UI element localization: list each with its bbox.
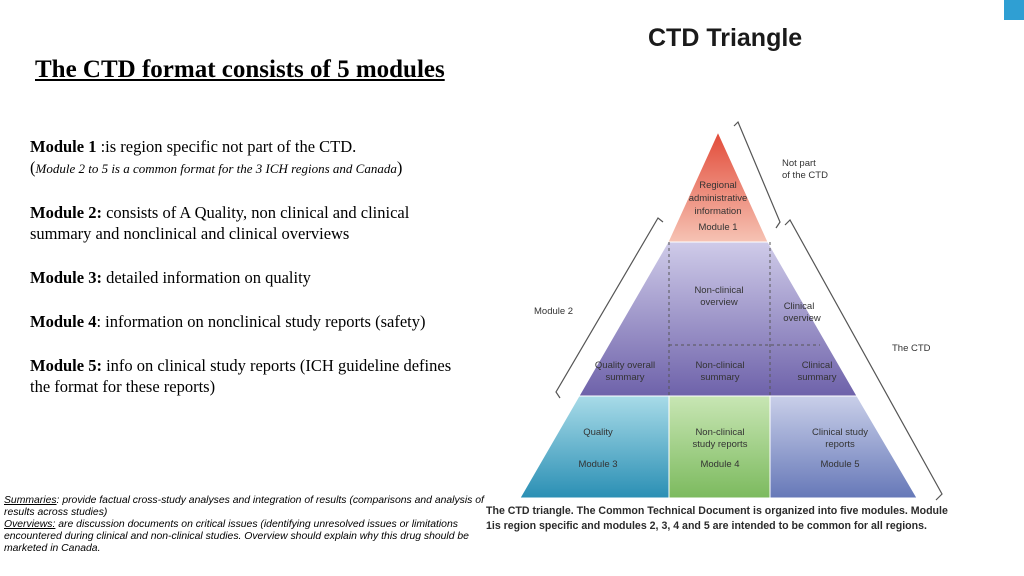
svg-text:Module 4: Module 4: [700, 459, 739, 470]
not-part-bracket: [733, 120, 781, 229]
module-5-tag: Module 5: [820, 459, 859, 470]
clin-reports-line-1: Clinical study: [812, 427, 868, 438]
not-part-line-1: Not part: [782, 158, 816, 169]
module-1-label: Module 1: [30, 137, 97, 156]
the-ctd-label: The CTD: [892, 343, 931, 354]
svg-text:summary: summary: [605, 372, 644, 383]
not-part-line-2: of the CTD: [782, 170, 828, 181]
module-5-text: info on clinical study reports (ICH guid…: [101, 356, 452, 375]
regional-line-3: information: [695, 206, 742, 217]
slide-title: The CTD format consists of 5 modules: [35, 56, 445, 83]
svg-text:Module 5: Module 5: [820, 459, 859, 470]
svg-text:Not part: Not part: [782, 158, 816, 169]
svg-text:Module 1: Module 1: [698, 222, 737, 233]
svg-text:Non-clinical: Non-clinical: [695, 360, 744, 371]
diagram-caption: The CTD triangle. The Common Technical D…: [486, 505, 948, 532]
svg-text:Clinical: Clinical: [784, 301, 815, 312]
module-2-side-label: Module 2: [534, 306, 573, 317]
module-3-tag: Module 3: [578, 459, 617, 470]
svg-text:Regional: Regional: [699, 180, 737, 191]
clin-summary-line-1: Clinical: [802, 360, 833, 371]
footnotes: Summaries: provide factual cross-study a…: [4, 495, 486, 555]
module-3-label: Module 3:: [30, 268, 102, 287]
module-3-region: [519, 395, 670, 499]
nc-summary-line-1: Non-clinical: [695, 360, 744, 371]
module-1-text: :is region specific not part of the CTD.: [96, 137, 357, 156]
svg-text:summary: summary: [797, 372, 836, 383]
module-5-line: Module 5: info on clinical study reports…: [30, 355, 530, 397]
module-5-region: [769, 395, 918, 499]
clin-overview-line-1: Clinical: [784, 301, 815, 312]
module-1-tag: Module 1: [698, 222, 737, 233]
module-4-tag: Module 4: [700, 459, 739, 470]
overviews-term: Overviews:: [4, 519, 56, 530]
module-2-bracket: [555, 217, 664, 399]
clin-overview-line-2: overview: [783, 313, 821, 324]
svg-text:Module 3: Module 3: [578, 459, 617, 470]
svg-text:Clinical study: Clinical study: [812, 427, 868, 438]
nc-overview-line-1: Non-clinical: [694, 285, 743, 296]
ctd-triangle-diagram: Regional administrative information Modu…: [480, 110, 1020, 576]
module-2-label: Module 2:: [30, 203, 102, 222]
corner-accent: [1004, 0, 1024, 20]
module-3-text: detailed information on quality: [101, 268, 311, 287]
svg-text:Clinical: Clinical: [802, 360, 833, 371]
module-4-line: Module 4: information on nonclinical stu…: [30, 311, 530, 332]
module-common-note: Module 2 to 5 is a common format for the…: [35, 161, 397, 176]
summaries-text: : provide factual cross-study analyses a…: [4, 495, 484, 518]
module-2-line: Module 2: consists of A Quality, non cli…: [30, 202, 530, 244]
quality-summary-line-2: summary: [605, 372, 644, 383]
nc-reports-line-1: Non-clinical: [695, 427, 744, 438]
module-1-line: Module 1 :is region specific not part of…: [30, 136, 530, 157]
svg-text:The CTD: The CTD: [892, 343, 931, 354]
module-3-line: Module 3: detailed information on qualit…: [30, 267, 530, 288]
svg-text:of the CTD: of the CTD: [782, 170, 828, 181]
svg-text:administrative: administrative: [689, 193, 748, 204]
module-5-text-cont: the format for these reports): [30, 377, 216, 396]
svg-text:overview: overview: [700, 297, 738, 308]
svg-text:Non-clinical: Non-clinical: [695, 427, 744, 438]
quality-summary-line-1: Quality overall: [595, 360, 655, 371]
regional-line-2: administrative: [689, 193, 748, 204]
module-2-text-cont: summary and nonclinical and clinical ove…: [30, 224, 350, 243]
module-4-label: Module 4: [30, 312, 97, 331]
module-5-label: Module 5:: [30, 356, 102, 375]
svg-text:overview: overview: [783, 313, 821, 324]
summaries-term: Summaries: [4, 495, 57, 506]
module-4-text: : information on nonclinical study repor…: [96, 312, 426, 331]
module-list: Module 1 :is region specific not part of…: [30, 136, 530, 397]
regional-line-1: Regional: [699, 180, 737, 191]
svg-text:information: information: [695, 206, 742, 217]
nc-overview-line-2: overview: [700, 297, 738, 308]
overviews-text: are discussion documents on critical iss…: [4, 519, 469, 554]
svg-text:summary: summary: [700, 372, 739, 383]
svg-text:study reports: study reports: [693, 439, 748, 450]
svg-text:Non-clinical: Non-clinical: [694, 285, 743, 296]
nc-reports-line-2: study reports: [693, 439, 748, 450]
the-ctd-bracket: [784, 219, 943, 501]
svg-text:reports: reports: [825, 439, 855, 450]
quality-label: Quality: [583, 427, 613, 438]
module-2-text: consists of A Quality, non clinical and …: [101, 203, 410, 222]
clin-summary-line-2: summary: [797, 372, 836, 383]
nc-summary-line-2: summary: [700, 372, 739, 383]
svg-text:Quality overall: Quality overall: [595, 360, 655, 371]
svg-text:Quality: Quality: [583, 427, 613, 438]
ctd-triangle-heading: CTD Triangle: [648, 24, 803, 52]
module-common-note-line: (Module 2 to 5 is a common format for th…: [30, 158, 403, 177]
svg-text:Module 2: Module 2: [534, 306, 573, 317]
clin-reports-line-2: reports: [825, 439, 855, 450]
